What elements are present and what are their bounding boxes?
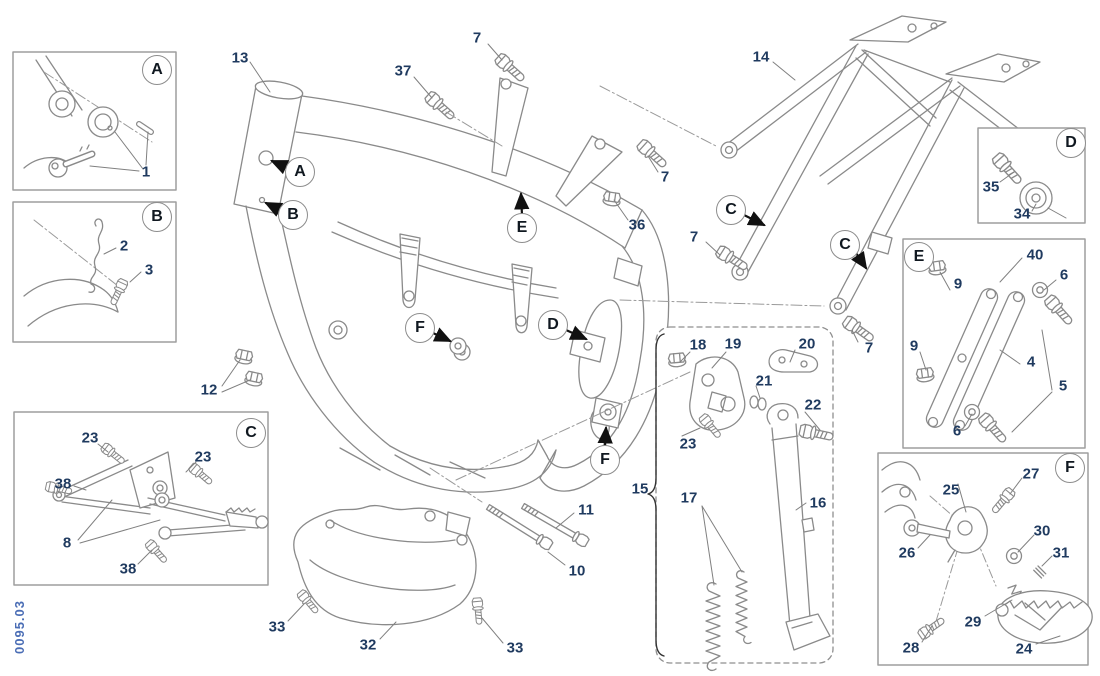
- inset-letter-b: B: [142, 202, 172, 232]
- group-brace: [647, 333, 665, 657]
- retainer-wire-drawing: [23, 218, 142, 327]
- part-label-8: 8: [62, 534, 72, 552]
- part-label-26: 26: [898, 544, 916, 562]
- callout-marker-c1: C: [716, 195, 746, 225]
- part-label-7b: 7: [660, 168, 670, 186]
- steering-lock-drawing: [23, 55, 154, 178]
- main-frame-drawing: [233, 77, 670, 493]
- inset-letter-d: D: [1056, 128, 1086, 158]
- arrow-icon-f2: [597, 425, 613, 449]
- inset-letter-c: C: [236, 418, 266, 448]
- part-label-21: 21: [755, 372, 773, 390]
- part-label-7c: 7: [689, 228, 699, 246]
- part-label-7a: 7: [472, 29, 482, 47]
- part-label-35: 35: [982, 178, 1000, 196]
- part-label-33b: 33: [506, 639, 524, 657]
- part-label-6a: 6: [1059, 266, 1069, 284]
- part-label-11: 11: [578, 501, 594, 519]
- part-label-23a: 23: [81, 429, 99, 447]
- part-label-34: 34: [1013, 205, 1031, 223]
- part-label-18: 18: [689, 336, 707, 354]
- part-label-12: 12: [200, 381, 218, 399]
- arrow-icon-c2: [851, 250, 868, 270]
- callout-marker-d: D: [538, 310, 568, 340]
- callout-marker-e: E: [507, 213, 537, 243]
- leader-lines-main: [221, 43, 859, 644]
- part-label-14: 14: [752, 48, 770, 66]
- page-code: 0095.03: [12, 600, 27, 654]
- inset-letter-a: A: [142, 55, 172, 85]
- inset-letter-e: E: [904, 242, 934, 272]
- part-label-5: 5: [1058, 377, 1068, 395]
- part-label-23b: 23: [194, 448, 212, 466]
- part-label-36: 36: [628, 216, 646, 234]
- part-label-7d: 7: [864, 339, 874, 357]
- arrow-icon-f1: [431, 327, 452, 343]
- part-label-30: 30: [1033, 522, 1051, 540]
- part-label-38b: 38: [119, 560, 137, 578]
- part-label-40: 40: [1026, 246, 1044, 264]
- callout-marker-f1: F: [405, 313, 435, 343]
- part-label-25: 25: [942, 481, 960, 499]
- side-stand-group-drawing: [667, 349, 835, 672]
- part-label-20: 20: [798, 335, 816, 353]
- arrow-icon-e: [514, 191, 530, 217]
- part-label-31: 31: [1052, 544, 1070, 562]
- part-label-9a: 9: [953, 275, 963, 293]
- part-label-27: 27: [1022, 465, 1040, 483]
- construction-lines: [429, 85, 825, 503]
- callout-marker-b: B: [278, 200, 308, 230]
- skid-plate-drawing: [293, 504, 477, 626]
- part-label-3: 3: [144, 261, 154, 279]
- chain-roller-drawing: [990, 150, 1067, 219]
- part-label-28: 28: [902, 639, 920, 657]
- part-label-16: 16: [809, 494, 827, 512]
- part-label-6b: 6: [952, 422, 962, 440]
- part-label-9b: 9: [909, 337, 919, 355]
- callout-marker-c2: C: [830, 230, 860, 260]
- arrow-icon-c1: [742, 211, 766, 227]
- part-label-24: 24: [1015, 640, 1033, 658]
- part-label-19: 19: [724, 335, 742, 353]
- part-label-13: 13: [231, 49, 249, 67]
- part-label-38a: 38: [54, 475, 72, 493]
- footrest-brackets-drawing: [44, 441, 269, 566]
- part-label-2: 2: [119, 237, 129, 255]
- arrow-icon-d: [564, 325, 589, 341]
- part-label-29: 29: [964, 613, 982, 631]
- callout-marker-f2: F: [590, 445, 620, 475]
- part-label-17: 17: [680, 489, 698, 507]
- rear-subframe-drawing: [720, 15, 1073, 315]
- part-label-33a: 33: [268, 618, 286, 636]
- part-label-23c: 23: [679, 435, 697, 453]
- callout-arrows: [264, 159, 868, 449]
- part-label-37: 37: [394, 62, 412, 80]
- callout-marker-a: A: [285, 157, 315, 187]
- part-label-22: 22: [804, 396, 822, 414]
- link-plates-drawing: [915, 257, 1077, 447]
- part-label-15: 15: [631, 480, 649, 498]
- footpeg-assembly-drawing: [881, 461, 1093, 645]
- part-label-1: 1: [141, 163, 151, 181]
- part-label-4: 4: [1026, 353, 1036, 371]
- inset-letter-f: F: [1055, 453, 1085, 483]
- part-label-10: 10: [568, 562, 586, 580]
- inset-boxes: [12, 51, 1089, 666]
- part-label-32: 32: [359, 636, 377, 654]
